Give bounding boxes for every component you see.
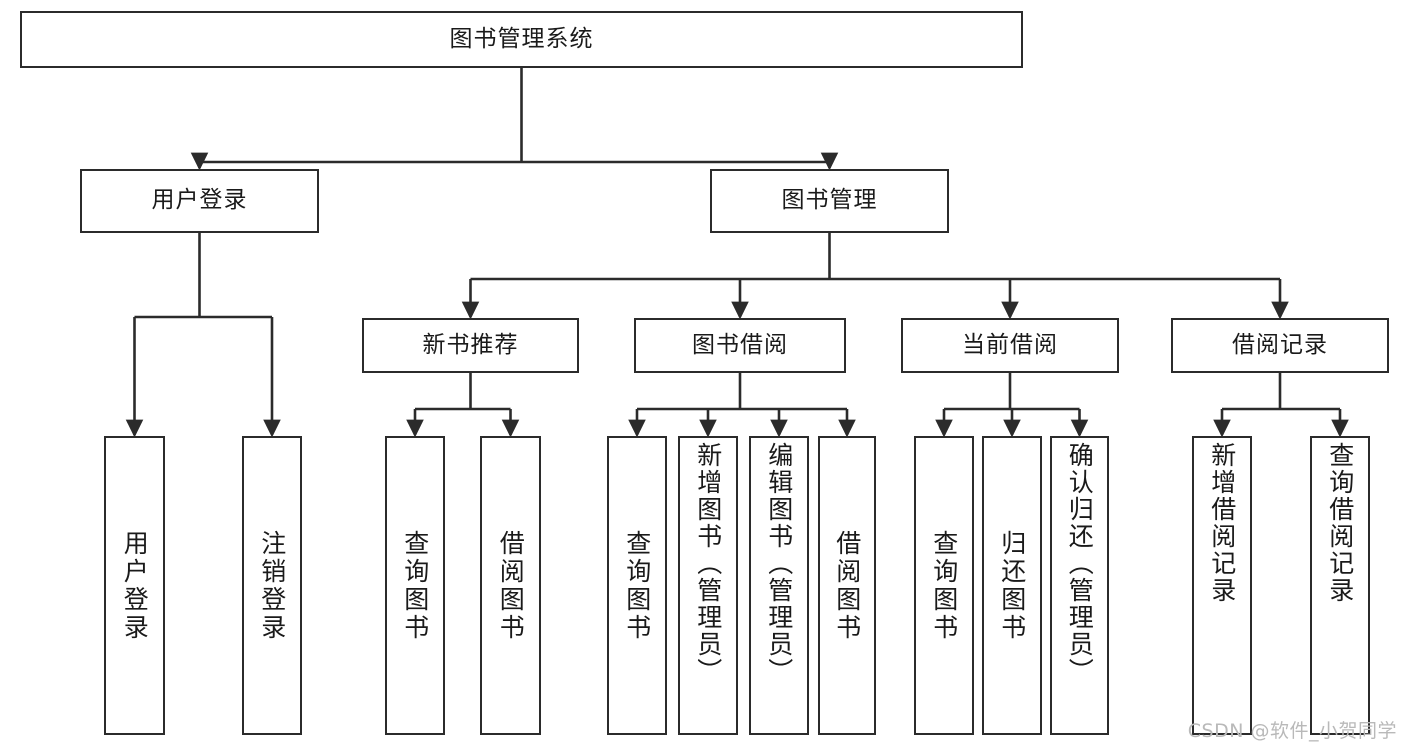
node-user-login[interactable]: 用户登录: [80, 169, 319, 233]
node-leaf-query-record[interactable]: 查询借阅记录: [1310, 436, 1370, 735]
node-label-new-book-rec: 新书推荐: [422, 331, 519, 358]
node-leaf-borrow-book-2[interactable]: 借阅图书: [818, 436, 876, 735]
node-label-leaf-borrow-book-1: 借阅图书: [496, 529, 526, 642]
node-label-book-manage: 图书管理: [781, 187, 878, 214]
node-book-manage[interactable]: 图书管理: [710, 169, 949, 233]
node-leaf-edit-book[interactable]: 编辑图书（管理员）: [749, 436, 809, 735]
node-leaf-query-book-2[interactable]: 查询图书: [607, 436, 667, 735]
node-label-leaf-return-book: 归还图书: [997, 529, 1027, 642]
node-label-leaf-add-book: 新增图书（管理员）: [693, 442, 723, 685]
node-leaf-add-book[interactable]: 新增图书（管理员）: [678, 436, 738, 735]
node-leaf-add-record[interactable]: 新增借阅记录: [1192, 436, 1252, 735]
node-label-leaf-query-book-1: 查询图书: [400, 529, 430, 642]
node-label-leaf-logout: 注销登录: [257, 529, 287, 642]
node-label-root: 图书管理系统: [449, 25, 594, 52]
node-label-book-borrow: 图书借阅: [692, 331, 788, 358]
watermark: CSDN @软件_小贺同学: [1187, 720, 1397, 742]
node-label-leaf-user-login: 用户登录: [120, 529, 150, 642]
node-label-leaf-confirm-return: 确认归还（管理员）: [1065, 442, 1095, 685]
node-borrow-record[interactable]: 借阅记录: [1171, 318, 1389, 373]
node-label-leaf-edit-book: 编辑图书（管理员）: [764, 442, 794, 685]
node-leaf-borrow-book-1[interactable]: 借阅图书: [480, 436, 541, 735]
node-new-book-rec[interactable]: 新书推荐: [362, 318, 579, 373]
node-root[interactable]: 图书管理系统: [20, 11, 1023, 68]
node-label-current-borrow: 当前借阅: [962, 331, 1058, 358]
node-book-borrow[interactable]: 图书借阅: [634, 318, 846, 373]
node-leaf-query-book-1[interactable]: 查询图书: [385, 436, 445, 735]
node-leaf-return-book[interactable]: 归还图书: [982, 436, 1042, 735]
node-label-borrow-record: 借阅记录: [1232, 331, 1328, 358]
node-leaf-user-login[interactable]: 用户登录: [104, 436, 165, 735]
node-leaf-logout[interactable]: 注销登录: [242, 436, 302, 735]
node-label-leaf-query-book-2: 查询图书: [622, 529, 652, 642]
node-leaf-query-book-3[interactable]: 查询图书: [914, 436, 974, 735]
node-label-leaf-query-book-3: 查询图书: [929, 529, 959, 642]
node-label-user-login: 用户登录: [151, 187, 248, 214]
node-label-leaf-query-record: 查询借阅记录: [1325, 442, 1355, 604]
node-label-leaf-borrow-book-2: 借阅图书: [832, 529, 862, 642]
node-leaf-confirm-return[interactable]: 确认归还（管理员）: [1050, 436, 1109, 735]
node-label-leaf-add-record: 新增借阅记录: [1207, 442, 1237, 604]
node-current-borrow[interactable]: 当前借阅: [901, 318, 1119, 373]
